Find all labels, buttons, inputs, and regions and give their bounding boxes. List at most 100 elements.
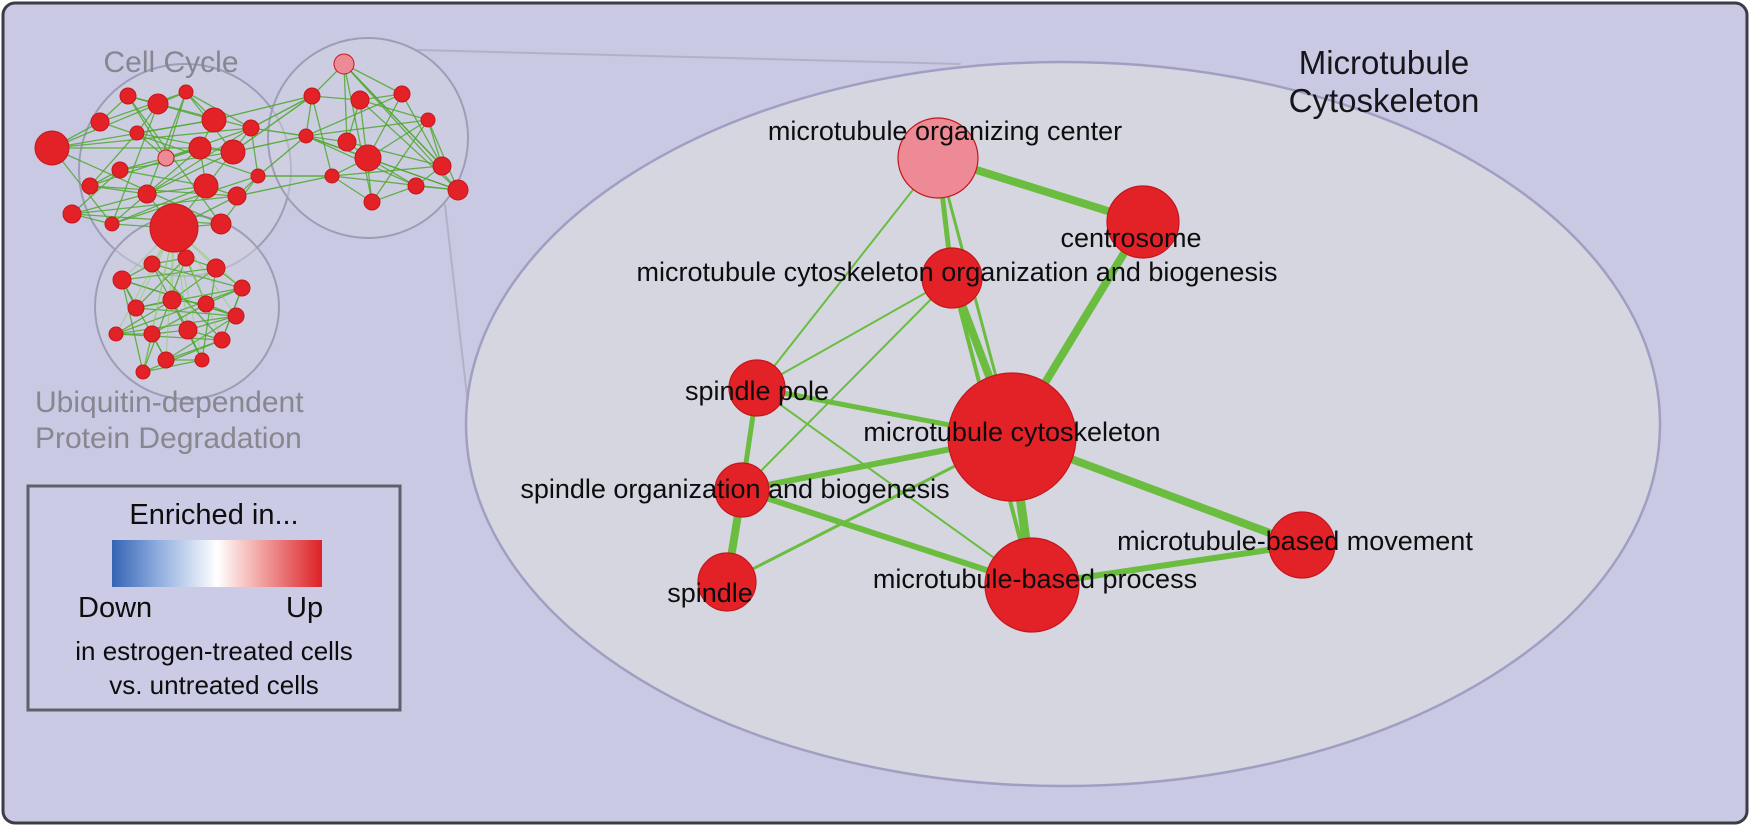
node-mbm bbox=[1268, 511, 1336, 579]
overview-node bbox=[137, 184, 157, 204]
edge bbox=[135, 257, 187, 309]
edge bbox=[213, 95, 313, 121]
overview-node bbox=[149, 203, 199, 253]
edge bbox=[99, 121, 259, 177]
overview-node bbox=[298, 128, 314, 144]
overview-nodes bbox=[34, 53, 469, 380]
node-label-centrosome: centrosome bbox=[1060, 223, 1201, 253]
edge bbox=[739, 487, 1035, 588]
node-mco bbox=[921, 247, 983, 309]
edge bbox=[71, 193, 148, 215]
overview-node bbox=[350, 90, 370, 110]
edge bbox=[201, 267, 217, 361]
node-mbp bbox=[984, 537, 1080, 633]
edge bbox=[115, 315, 237, 335]
overview-node bbox=[162, 290, 182, 310]
node-label-spindle-pole: spindle pole bbox=[685, 376, 829, 406]
overview-node bbox=[354, 144, 382, 172]
overview-node bbox=[197, 295, 215, 313]
edge bbox=[99, 91, 187, 123]
overview-node bbox=[127, 299, 145, 317]
overview-node bbox=[324, 168, 340, 184]
edge bbox=[136, 119, 215, 134]
overview-node bbox=[143, 255, 161, 273]
edge bbox=[236, 175, 333, 197]
edge bbox=[343, 63, 373, 203]
edge bbox=[165, 91, 187, 159]
figure-title-line1: Microtubule bbox=[1299, 44, 1470, 81]
overview-node bbox=[250, 168, 266, 184]
edge bbox=[89, 185, 148, 195]
overview-node bbox=[194, 352, 210, 368]
edge bbox=[115, 333, 223, 341]
overview-node bbox=[220, 139, 246, 165]
overview-node bbox=[363, 193, 381, 211]
edge bbox=[89, 132, 138, 187]
overview-node bbox=[210, 213, 232, 235]
overview-node bbox=[157, 351, 175, 369]
legend-caption-line2: vs. untreated cells bbox=[109, 670, 319, 700]
edge bbox=[142, 227, 175, 373]
legend-box bbox=[26, 484, 402, 712]
node-label-mbp: microtubule-based process bbox=[873, 564, 1197, 594]
edge bbox=[343, 63, 443, 167]
edge bbox=[756, 157, 939, 389]
overview-node bbox=[34, 130, 70, 166]
edge bbox=[127, 95, 222, 225]
edge bbox=[343, 63, 348, 143]
zoom-labels: microtubule organizing centercentrosomem… bbox=[520, 116, 1473, 608]
edge bbox=[401, 93, 443, 167]
edge bbox=[756, 387, 1033, 586]
overview-node bbox=[432, 156, 452, 176]
edge bbox=[89, 147, 201, 187]
legend-gradient-bar bbox=[112, 540, 322, 587]
overview-node bbox=[213, 331, 231, 349]
overview-node bbox=[143, 325, 161, 343]
node-label-spindle: spindle bbox=[667, 578, 753, 608]
ubiquitin-cluster-label-line2: Protein Degradation bbox=[35, 422, 302, 455]
overview-node bbox=[393, 85, 411, 103]
edge bbox=[151, 303, 207, 335]
node-label-so: spindle organization and biogenesis bbox=[520, 474, 949, 504]
edge bbox=[127, 95, 167, 159]
overview-node bbox=[178, 84, 194, 100]
overview-node bbox=[90, 112, 110, 132]
legend: Enriched in... Down Up in estrogen-treat… bbox=[26, 484, 402, 712]
edge bbox=[371, 119, 429, 203]
overview-node bbox=[188, 136, 212, 160]
legend-title: Enriched in... bbox=[129, 499, 298, 531]
edge bbox=[331, 165, 443, 177]
edge bbox=[111, 175, 259, 225]
edge bbox=[151, 263, 203, 361]
node-label-mco: microtubule cytoskeleton organization an… bbox=[637, 257, 1278, 287]
edge bbox=[257, 135, 307, 177]
overview-node bbox=[157, 149, 175, 167]
node-mc bbox=[947, 372, 1077, 502]
edge bbox=[119, 151, 234, 171]
edge bbox=[146, 127, 252, 195]
node-spindle-pole bbox=[728, 359, 786, 417]
edge bbox=[121, 267, 217, 281]
edge bbox=[232, 95, 313, 153]
overview-node bbox=[177, 249, 195, 267]
overview-node bbox=[119, 87, 137, 105]
overview-node bbox=[303, 87, 321, 105]
edge bbox=[756, 277, 953, 389]
overview-node bbox=[193, 173, 219, 199]
overview-node bbox=[112, 270, 132, 290]
edge bbox=[305, 135, 459, 191]
edge bbox=[151, 263, 243, 289]
figure-title-line2: Cytoskeleton bbox=[1289, 82, 1480, 119]
overview-node bbox=[147, 93, 169, 115]
overview-node bbox=[337, 132, 357, 152]
edge bbox=[146, 151, 234, 195]
node-spindle bbox=[697, 552, 757, 612]
edge bbox=[427, 119, 459, 191]
overview-node bbox=[81, 177, 99, 195]
edge bbox=[250, 127, 307, 137]
overview-node bbox=[407, 177, 425, 195]
overview-node bbox=[111, 161, 129, 179]
edge bbox=[331, 175, 459, 191]
